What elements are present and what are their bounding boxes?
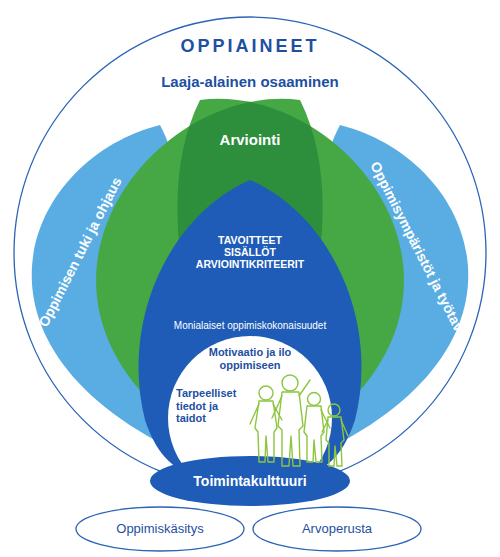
base-label: Arvoperusta xyxy=(262,522,412,537)
goals-label: TAVOITTEET SISÄLLÖT ARVIOINTIKRITEERIT xyxy=(196,234,304,270)
base-ellipse: Oppimiskäsitys xyxy=(75,506,245,552)
competence-heading: Laaja-alainen osaaminen xyxy=(90,73,410,90)
arc-label: Monialaiset oppimiskokonaisuudet xyxy=(150,320,350,332)
motivation-label: Motivaatio ja ilo oppimiseen xyxy=(200,346,300,371)
culture-label: Toimintakulttuuri xyxy=(155,473,345,489)
culture-ellipse: Toimintakulttuuri xyxy=(150,456,350,506)
skills-label: Tarpeelliset tiedot ja taidot xyxy=(176,387,248,425)
subjects-heading: OPPIAINEET xyxy=(90,36,410,57)
petal-label: Arviointi xyxy=(220,131,281,148)
shape-outline xyxy=(253,507,421,551)
goals-arch: TAVOITTEET SISÄLLÖT ARVIOINTIKRITEERIT Mo… xyxy=(120,178,380,480)
shape-outline xyxy=(76,507,244,551)
subjects-circle: OPPIAINEETLaaja-alainen osaaminenOppimis… xyxy=(13,16,487,490)
shape-outline xyxy=(150,456,350,506)
base-ellipse: Arvoperusta xyxy=(252,506,422,552)
base-label: Oppimiskäsitys xyxy=(85,522,235,537)
